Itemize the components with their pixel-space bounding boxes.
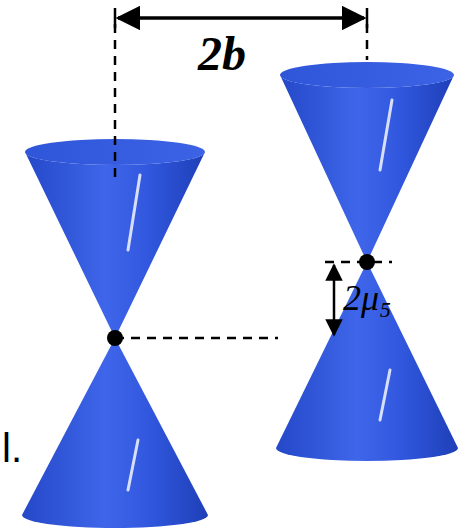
tick bbox=[114, 8, 117, 28]
guide-lines bbox=[115, 24, 392, 338]
node-point bbox=[107, 330, 123, 346]
gap-arrow bbox=[333, 265, 336, 335]
right-cone bbox=[276, 62, 458, 461]
width-arrow bbox=[118, 16, 364, 20]
node-point bbox=[359, 254, 375, 270]
tick bbox=[366, 8, 369, 28]
dimension-label: 2μ₅ bbox=[343, 280, 392, 316]
left-cone bbox=[22, 139, 208, 528]
dimension-label: 2b bbox=[198, 30, 246, 78]
panel-letter: l. bbox=[2, 428, 22, 468]
